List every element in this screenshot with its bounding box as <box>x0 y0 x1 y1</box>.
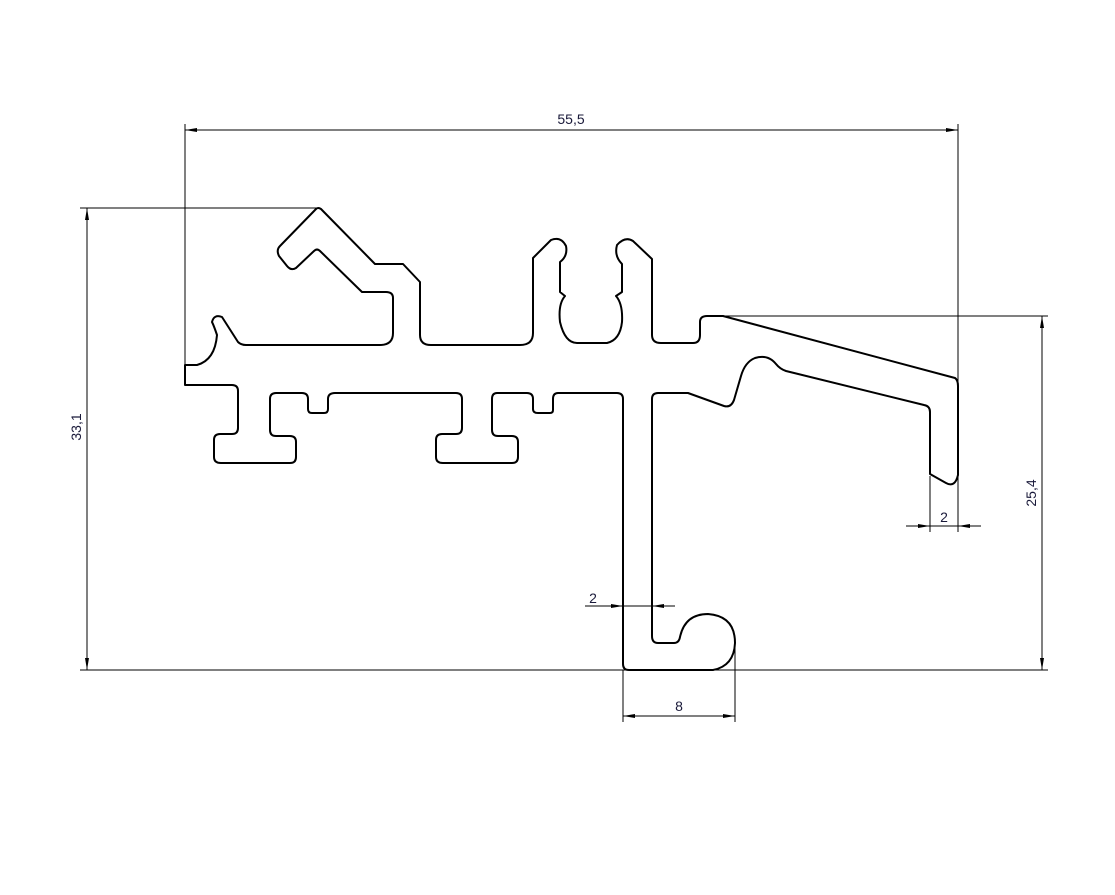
dimension-foot-width: 8 <box>622 643 736 722</box>
dimension-lip-thickness: 2 <box>906 476 981 532</box>
dimension-label-height: 33,1 <box>68 413 84 440</box>
dimension-label-lip: 2 <box>940 509 948 525</box>
aluminium-profile-outline <box>184 207 959 671</box>
dimension-stem-thickness: 2 <box>585 590 675 608</box>
dimension-overall-height: 33,1 <box>68 207 1048 671</box>
dimension-right-height: 25,4 <box>705 315 1048 670</box>
dimension-label-width: 55,5 <box>557 111 584 127</box>
dimension-label-stem: 2 <box>589 590 597 606</box>
dimension-overall-width: 55,5 <box>184 111 959 480</box>
dimension-label-foot: 8 <box>675 698 683 714</box>
dimension-label-right-height: 25,4 <box>1023 479 1039 506</box>
